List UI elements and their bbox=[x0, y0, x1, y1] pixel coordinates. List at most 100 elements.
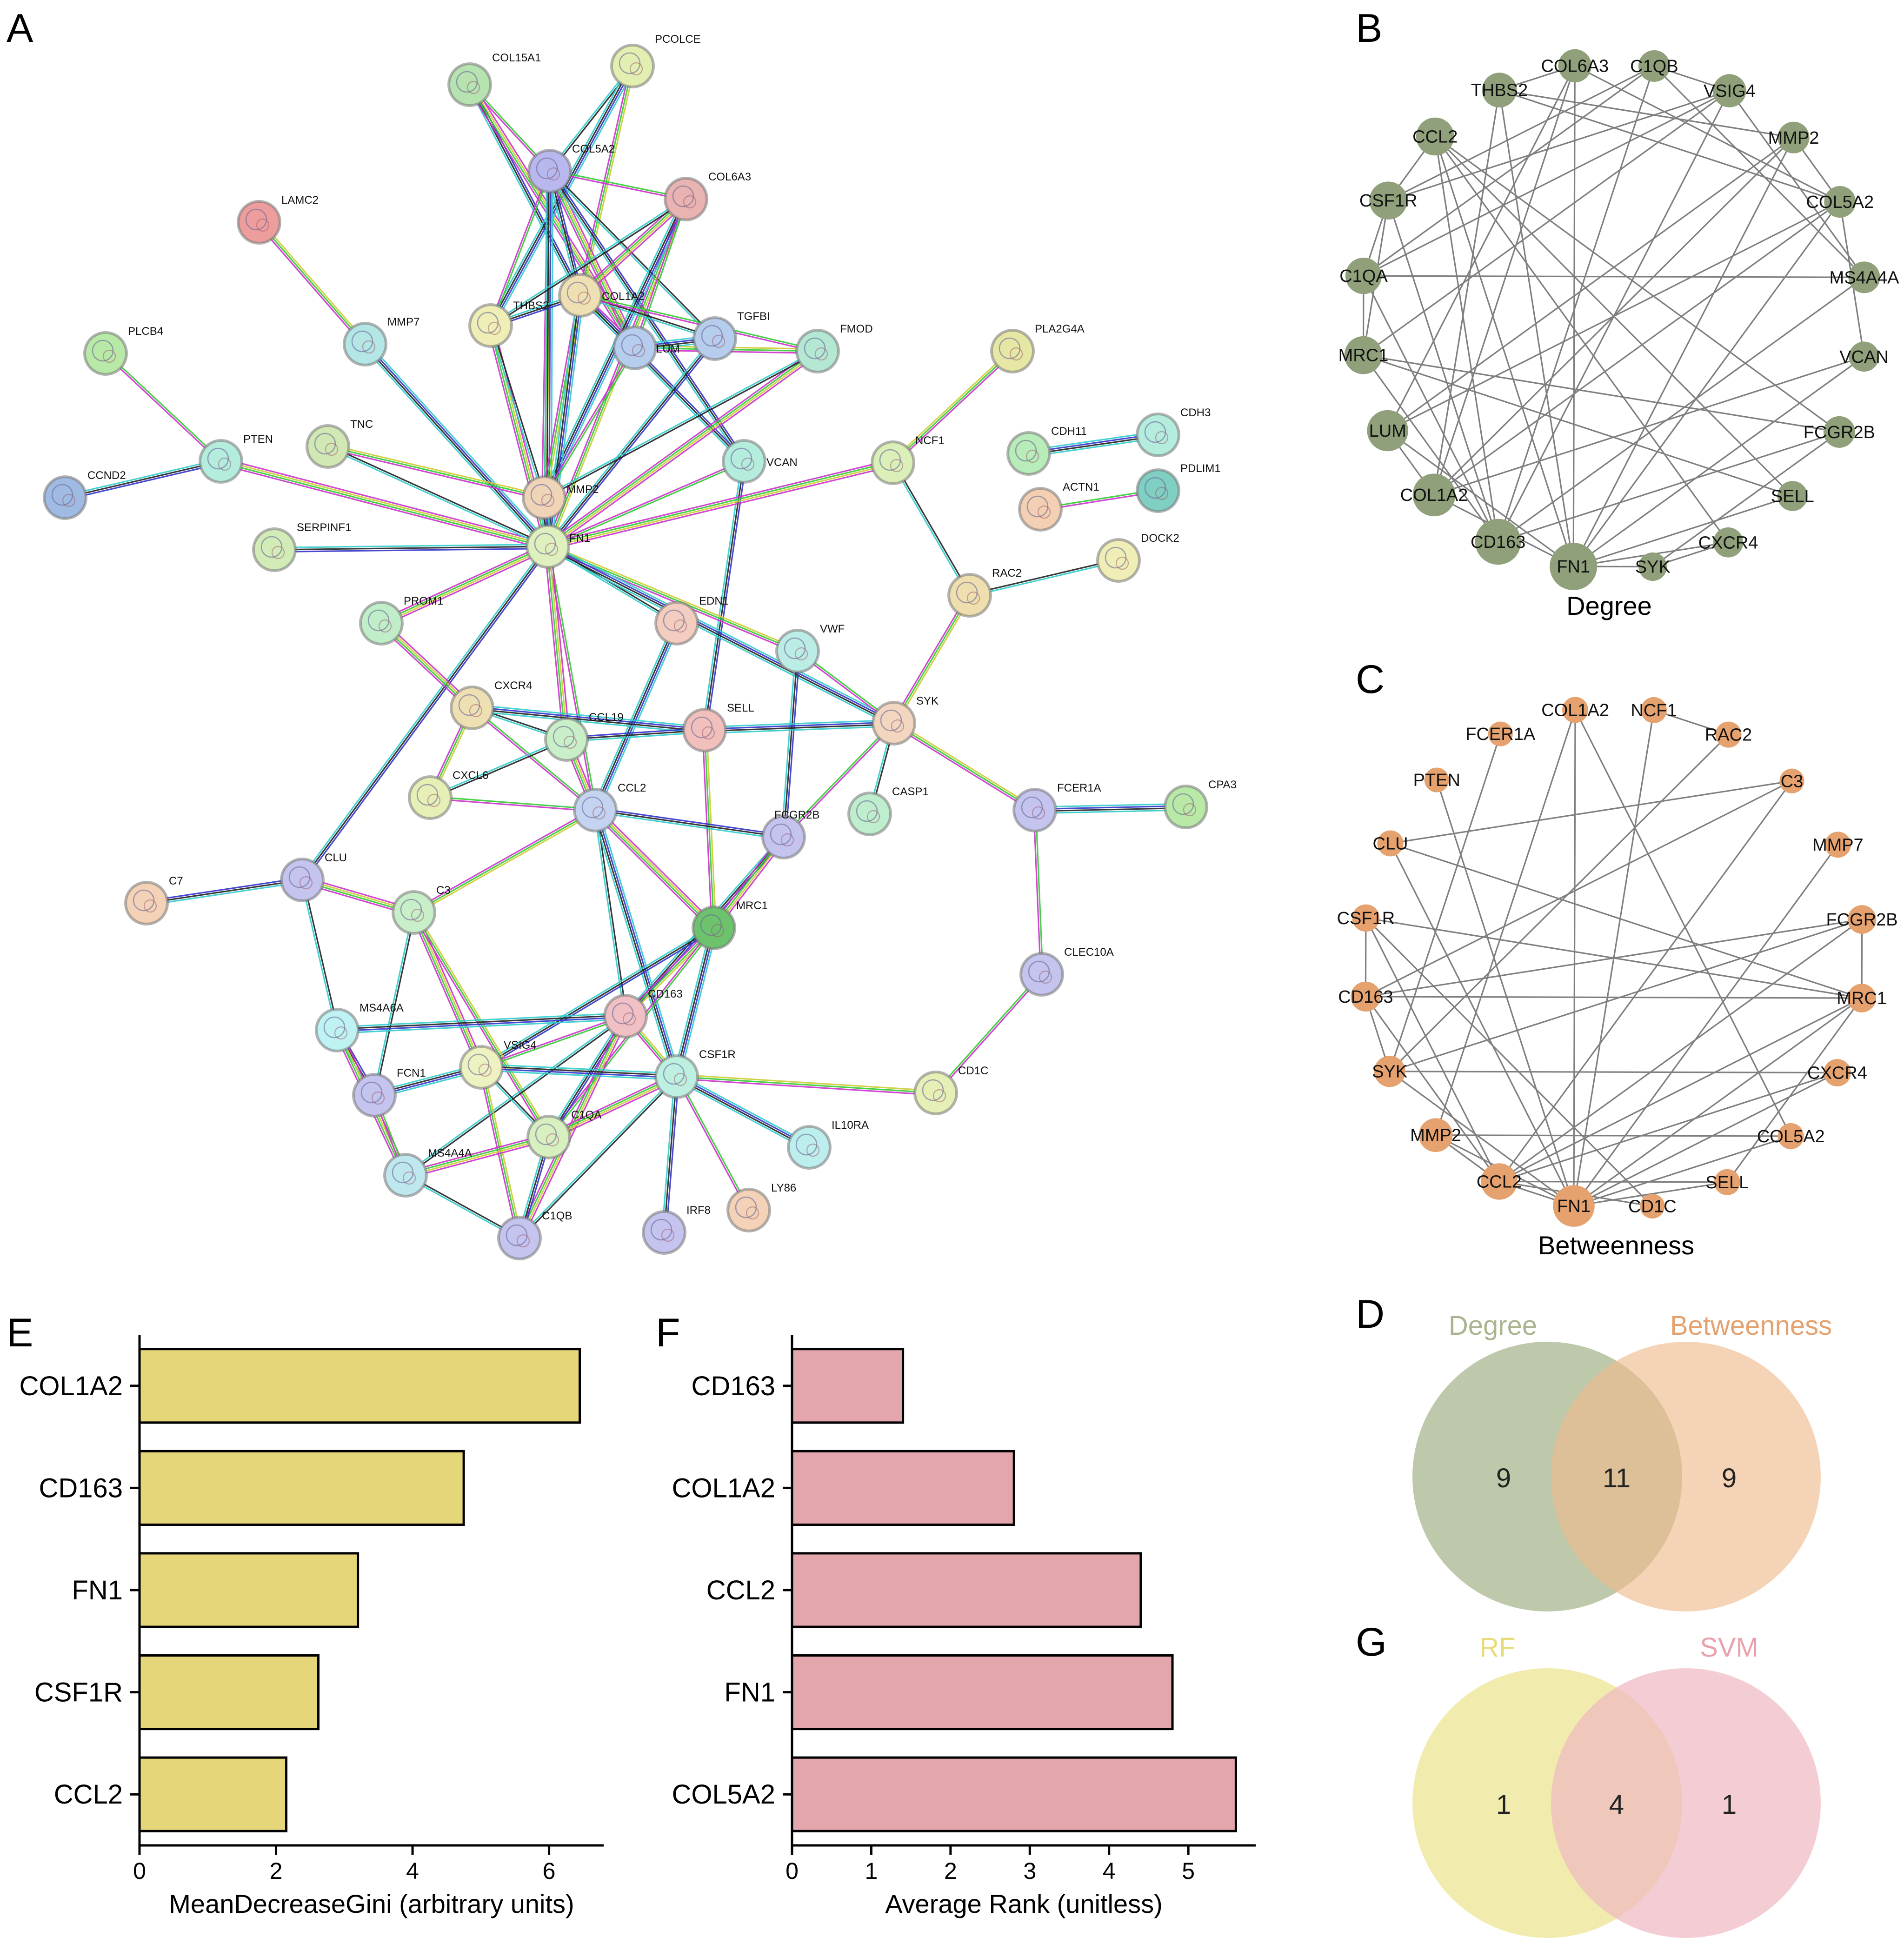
ppi-node-vwf[interactable]: VWF bbox=[775, 623, 845, 673]
ppi-node-mrc1[interactable]: MRC1 bbox=[692, 899, 768, 950]
ppi-node-fmod[interactable]: FMOD bbox=[795, 323, 873, 373]
ppi-node-fcer1a[interactable]: FCER1A bbox=[1012, 782, 1101, 832]
betweenness-node-ccl2[interactable]: CCL2 bbox=[1477, 1163, 1522, 1200]
ppi-node-cxcl6[interactable]: CXCL6 bbox=[408, 769, 488, 820]
degree-node-lum[interactable]: LUM bbox=[1367, 410, 1408, 452]
ppi-node-casp1[interactable]: CASP1 bbox=[847, 786, 929, 836]
ppi-node-irf8[interactable]: IRF8 bbox=[642, 1204, 711, 1255]
ppi-node-ccl2[interactable]: CCL2 bbox=[573, 782, 646, 832]
degree-node-csf1r[interactable]: CSF1R bbox=[1359, 181, 1418, 220]
ppi-node-dock2[interactable]: DOCK2 bbox=[1096, 532, 1179, 583]
ppi-node-edn1[interactable]: EDN1 bbox=[654, 595, 729, 646]
ppi-node-ly86[interactable]: LY86 bbox=[726, 1182, 796, 1232]
ppi-node-fn1[interactable]: FN1 bbox=[526, 524, 590, 569]
ppi-node-label: CXCR4 bbox=[494, 679, 532, 692]
ppi-node-lamc2[interactable]: LAMC2 bbox=[237, 194, 319, 245]
ppi-node-ccnd2[interactable]: CCND2 bbox=[43, 469, 126, 520]
ppi-node-cxcr4[interactable]: CXCR4 bbox=[450, 679, 532, 730]
ppi-node-actn1[interactable]: ACTN1 bbox=[1018, 481, 1099, 532]
degree-node-fn1[interactable]: FN1 bbox=[1550, 543, 1598, 591]
ppi-node-c3[interactable]: C3 bbox=[392, 884, 451, 935]
degree-node-col6a3[interactable]: COL6A3 bbox=[1541, 49, 1609, 83]
degree-node-c1qa[interactable]: C1QA bbox=[1339, 258, 1388, 294]
degree-node-syk[interactable]: SYK bbox=[1635, 552, 1671, 581]
betweenness-node-sell[interactable]: SELL bbox=[1705, 1169, 1749, 1195]
ppi-node-serpinf1[interactable]: SERPINF1 bbox=[252, 521, 351, 572]
betweenness-node-rac2[interactable]: RAC2 bbox=[1705, 721, 1752, 748]
ppi-node-cpa3[interactable]: CPA3 bbox=[1164, 779, 1237, 829]
ppi-node-col1a2[interactable]: COL1A2 bbox=[558, 273, 645, 318]
ppi-node-ms4a6a[interactable]: MS4A6A bbox=[315, 1002, 404, 1052]
ppi-node-cd163[interactable]: CD163 bbox=[603, 988, 683, 1039]
ppi-node-ncf1[interactable]: NCF1 bbox=[871, 434, 945, 485]
betweenness-node-mrc1[interactable]: MRC1 bbox=[1837, 984, 1887, 1012]
ppi-node-tgfbi[interactable]: TGFBI bbox=[692, 310, 770, 361]
degree-node-fcgr2b[interactable]: FCGR2B bbox=[1804, 416, 1875, 448]
ppi-node-c1qb[interactable]: C1QB bbox=[497, 1210, 572, 1260]
betweenness-node-col1a2[interactable]: COL1A2 bbox=[1541, 697, 1609, 723]
ppi-node-clu[interactable]: CLU bbox=[280, 852, 347, 902]
degree-node-cd163[interactable]: CD163 bbox=[1471, 519, 1525, 565]
ppi-node-ccl19[interactable]: CCL19 bbox=[544, 711, 624, 762]
degree-node-thbs2[interactable]: THBS2 bbox=[1471, 73, 1528, 108]
ppi-node-thbs2[interactable]: THBS2 bbox=[468, 300, 549, 348]
ppi-node-fcn1[interactable]: FCN1 bbox=[352, 1067, 426, 1118]
ppi-node-ms4a4a[interactable]: MS4A4A bbox=[383, 1147, 472, 1198]
ppi-node-clec10a[interactable]: CLEC10A bbox=[1019, 946, 1114, 997]
betweenness-node-csf1r[interactable]: CSF1R bbox=[1337, 904, 1395, 932]
degree-node-sell[interactable]: SELL bbox=[1771, 481, 1814, 511]
ppi-node-c1qa[interactable]: C1QA bbox=[526, 1109, 601, 1159]
betweenness-node-cxcr4[interactable]: CXCR4 bbox=[1807, 1059, 1867, 1086]
network-node-label: SELL bbox=[1771, 486, 1814, 506]
degree-node-col1a2[interactable]: COL1A2 bbox=[1400, 473, 1468, 517]
ppi-node-mmp7[interactable]: MMP7 bbox=[343, 316, 419, 366]
ppi-node-pla2g4a[interactable]: PLA2G4A bbox=[990, 323, 1085, 373]
degree-node-ms4a4a[interactable]: MS4A4A bbox=[1830, 261, 1900, 293]
ppi-node-syk[interactable]: SYK bbox=[872, 695, 939, 746]
ppi-node-cd1c[interactable]: CD1C bbox=[913, 1065, 988, 1115]
betweenness-node-fcer1a[interactable]: FCER1A bbox=[1465, 721, 1536, 746]
betweenness-node-col5a2[interactable]: COL5A2 bbox=[1757, 1123, 1825, 1149]
betweenness-node-clu[interactable]: CLU bbox=[1373, 830, 1408, 857]
betweenness-node-pten[interactable]: PTEN bbox=[1413, 767, 1460, 792]
degree-node-col5a2[interactable]: COL5A2 bbox=[1806, 186, 1874, 218]
ppi-node-col15a1[interactable]: COL15A1 bbox=[447, 52, 541, 107]
degree-node-c1qb[interactable]: C1QB bbox=[1630, 50, 1678, 82]
ppi-node-vcan[interactable]: VCAN bbox=[722, 439, 798, 484]
ppi-node-tnc[interactable]: TNC bbox=[306, 418, 373, 469]
ppi-node-col5a2[interactable]: COL5A2 bbox=[527, 143, 615, 193]
ppi-node-fcgr2b[interactable]: FCGR2B bbox=[761, 809, 819, 859]
degree-node-vcan[interactable]: VCAN bbox=[1839, 341, 1889, 372]
betweenness-node-syk[interactable]: SYK bbox=[1372, 1056, 1407, 1087]
betweenness-node-fn1[interactable]: FN1 bbox=[1553, 1185, 1595, 1227]
ppi-node-plcb4[interactable]: PLCB4 bbox=[83, 325, 163, 376]
betweenness-node-c3[interactable]: C3 bbox=[1779, 768, 1804, 793]
ppi-node-vsig4[interactable]: VSIG4 bbox=[459, 1039, 537, 1090]
degree-node-ccl2[interactable]: CCL2 bbox=[1412, 117, 1458, 156]
betweenness-node-cd163[interactable]: CD163 bbox=[1338, 981, 1393, 1012]
degree-node-mmp2[interactable]: MMP2 bbox=[1768, 121, 1819, 153]
betweenness-node-fcgr2b[interactable]: FCGR2B bbox=[1826, 905, 1898, 934]
betweenness-node-ncf1[interactable]: NCF1 bbox=[1631, 697, 1677, 723]
degree-node-cxcr4[interactable]: CXCR4 bbox=[1698, 527, 1758, 558]
ppi-node-rac2[interactable]: RAC2 bbox=[947, 567, 1022, 618]
ppi-node-lum[interactable]: LUM bbox=[612, 326, 680, 370]
degree-node-vsig4[interactable]: VSIG4 bbox=[1704, 74, 1756, 107]
betweenness-node-mmp2[interactable]: MMP2 bbox=[1410, 1118, 1461, 1152]
ppi-node-prom1[interactable]: PROM1 bbox=[359, 595, 443, 646]
ppi-node-mmp2[interactable]: MMP2 bbox=[522, 475, 599, 520]
betweenness-node-mmp7[interactable]: MMP7 bbox=[1812, 832, 1864, 858]
ppi-node-cdh3[interactable]: CDH3 bbox=[1136, 406, 1211, 457]
ppi-node-sell[interactable]: SELL bbox=[682, 702, 754, 752]
ppi-node-pten[interactable]: PTEN bbox=[199, 433, 273, 484]
ppi-node-pcolce[interactable]: PCOLCE bbox=[610, 33, 701, 88]
betweenness-node-cd1c[interactable]: CD1C bbox=[1628, 1193, 1677, 1219]
ppi-node-cdh11[interactable]: CDH11 bbox=[1006, 425, 1087, 476]
ppi-node-c7[interactable]: C7 bbox=[124, 875, 183, 925]
ppi-node-col6a3[interactable]: COL6A3 bbox=[664, 171, 751, 221]
ppi-node-il10ra[interactable]: IL10RA bbox=[787, 1119, 869, 1170]
ppi-node-csf1r[interactable]: CSF1R bbox=[654, 1048, 736, 1099]
ppi-node-label: FCN1 bbox=[397, 1067, 426, 1079]
ppi-node-pdlim1[interactable]: PDLIM1 bbox=[1136, 462, 1221, 513]
degree-node-mrc1[interactable]: MRC1 bbox=[1338, 336, 1389, 374]
